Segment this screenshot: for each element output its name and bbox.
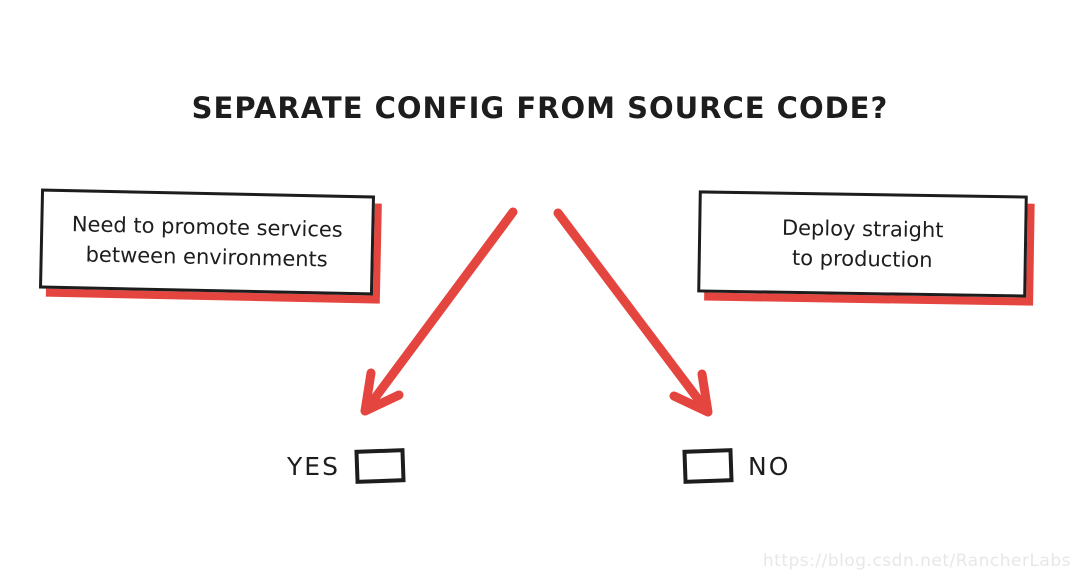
arrow-down-left-icon	[360, 207, 518, 416]
yes-checkbox[interactable]	[354, 448, 406, 484]
arrow-down-right-icon	[553, 208, 713, 417]
diagram-title: SEPARATE CONFIG FROM SOURCE CODE?	[191, 91, 889, 125]
yes-option: YES	[287, 448, 406, 484]
no-label: NO	[748, 451, 791, 481]
watermark-url: https://blog.csdn.net/RancherLabs	[762, 551, 1071, 571]
no-option: NO	[682, 448, 791, 484]
no-checkbox[interactable]	[682, 448, 734, 484]
yes-label: YES	[287, 451, 340, 481]
